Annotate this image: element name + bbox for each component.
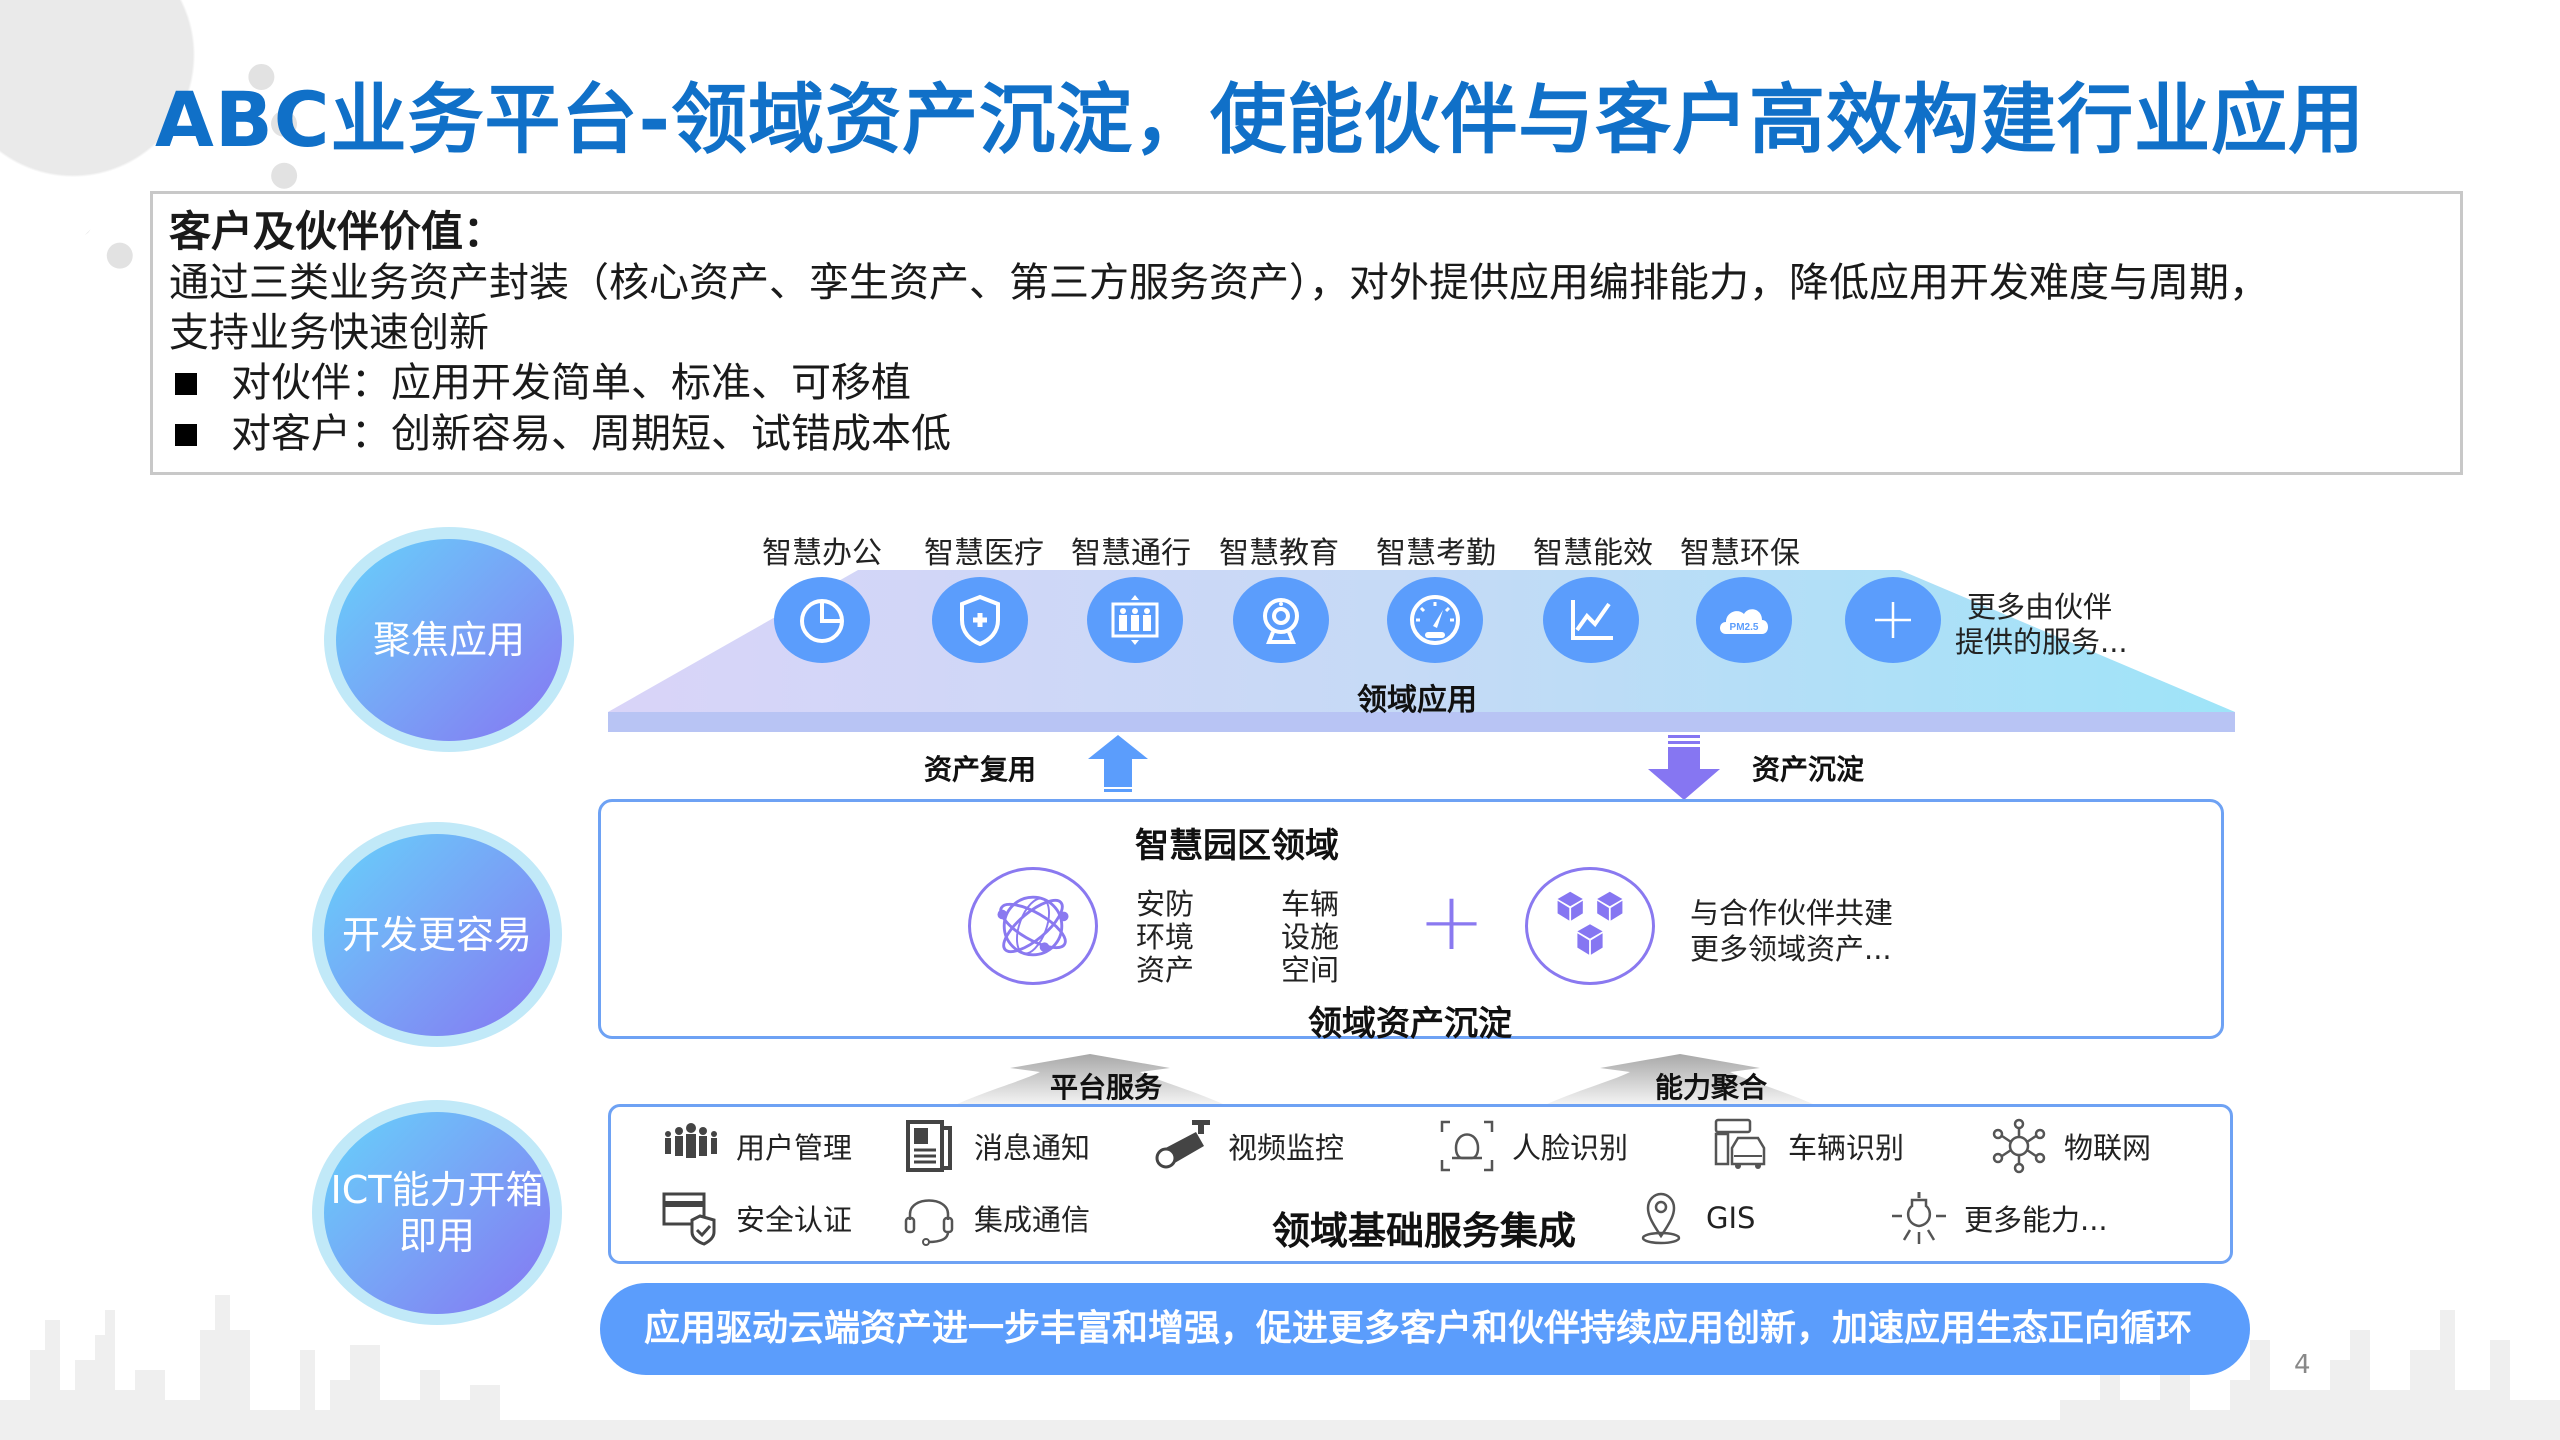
newspaper-icon: [906, 1120, 952, 1172]
value-bullet-customer: 对客户：创新容易、周期短、试错成本低: [169, 409, 2444, 460]
speedometer-icon[interactable]: [1387, 577, 1483, 663]
app-label-education: 智慧教育: [1219, 536, 1339, 571]
service-security-auth: 安全认证: [660, 1190, 852, 1246]
vehicle-scan-icon: [1714, 1118, 1766, 1169]
app-label-attendance: 智慧考勤: [1376, 536, 1496, 571]
cctv-camera-icon: [1155, 1120, 1210, 1169]
value-bullet-partner: 对伙伴：应用开发简单、标准、可移植: [169, 358, 2444, 409]
pie-chart-icon[interactable]: [774, 577, 870, 663]
plus-icon: +: [1418, 875, 1486, 968]
app-label-medical: 智慧医疗: [924, 536, 1044, 571]
app-label-transit: 智慧通行: [1071, 536, 1191, 571]
service-gis: GIS: [1630, 1190, 1755, 1246]
service-video-monitor: 视频监控: [1152, 1118, 1344, 1174]
atom-network-icon: [968, 867, 1098, 985]
capability-aggregation-arrow-icon: [1530, 1054, 1830, 1112]
domain-apps-base: [608, 712, 2235, 732]
city-skyline-decoration: [0, 1295, 2560, 1440]
square-bullet-icon: [175, 372, 197, 395]
platform-service-arrow-icon: [940, 1054, 1240, 1112]
medical-shield-icon[interactable]: [932, 577, 1028, 663]
arrow-up-icon: [1088, 735, 1148, 792]
domain-assets-box: [598, 799, 2224, 1039]
arrow-down-icon: [1648, 735, 1720, 800]
asset-list-col2: 车辆 设施 空间: [1281, 887, 1340, 987]
map-pin-icon: [1641, 1192, 1681, 1245]
circle-ict-ready: ICT能力开箱即用: [312, 1100, 562, 1325]
domain-assets-title: 智慧园区领域: [1135, 826, 1339, 866]
elevator-icon[interactable]: [1087, 577, 1183, 663]
page-number: 4: [2294, 1350, 2311, 1380]
service-face-recognition: 人脸识别: [1436, 1118, 1628, 1174]
security-shield-icon: [662, 1192, 716, 1246]
page-title: ABC业务平台-领域资产沉淀，使能伙伴与客户高效构建行业应用: [155, 75, 2366, 164]
square-bullet-icon: [175, 423, 197, 446]
app-label-environment: 智慧环保: [1680, 536, 1800, 571]
circle-focus-apps: 聚焦应用: [324, 527, 574, 752]
more-partner-services: 更多由伙伴 提供的服务...: [1955, 590, 2128, 659]
service-iot: 物联网: [1988, 1118, 2151, 1174]
add-more-icon[interactable]: [1845, 577, 1941, 663]
service-user-management: 用户管理: [660, 1118, 852, 1174]
domain-apps-layer-label: 领域应用: [1357, 683, 1477, 718]
ecosystem-banner: 应用驱动云端资产进一步丰富和增强，促进更多客户和伙伴持续应用创新，加速应用生态正…: [600, 1283, 2250, 1375]
face-scan-icon: [1440, 1120, 1494, 1172]
asset-deposit-label: 资产沉淀: [1752, 753, 1865, 786]
app-label-office: 智慧办公: [762, 536, 882, 571]
users-icon: [665, 1123, 717, 1158]
cubes-icon: [1525, 867, 1655, 985]
basic-services-layer-label: 领域基础服务集成: [1272, 1209, 1577, 1253]
value-heading: 客户及伙伴价值：: [169, 207, 506, 256]
circle-easier-dev: 开发更容易: [312, 822, 562, 1047]
service-vehicle-recognition: 车辆识别: [1712, 1118, 1904, 1174]
value-text-line1: 通过三类业务资产封装（核心资产、孪生资产、第三方服务资产），对外提供应用编排能力…: [169, 260, 2269, 306]
service-message-notify: 消息通知: [898, 1118, 1090, 1174]
iot-network-icon: [1992, 1118, 2046, 1174]
asset-list-col1: 安防 环境 资产: [1136, 887, 1195, 987]
svg-text:PM2.5: PM2.5: [1730, 622, 1759, 633]
app-label-energy: 智慧能效: [1533, 536, 1653, 571]
pm25-cloud-icon[interactable]: PM2.5: [1696, 577, 1792, 663]
partner-assets-text: 与合作伙伴共建 更多领域资产...: [1690, 896, 1894, 966]
value-text-line2: 支持业务快速创新: [169, 310, 489, 356]
line-chart-icon[interactable]: [1543, 577, 1639, 663]
domain-assets-layer-label: 领域资产沉淀: [1308, 1004, 1512, 1044]
asset-reuse-label: 资产复用: [924, 753, 1037, 786]
headset-icon: [904, 1199, 954, 1246]
service-integrated-comm: 集成通信: [898, 1190, 1090, 1246]
platform-service-label: 平台服务: [1050, 1071, 1163, 1104]
service-more-capabilities: 更多能力...: [1888, 1190, 2108, 1246]
webcam-icon[interactable]: [1233, 577, 1329, 663]
capability-aggregation-label: 能力聚合: [1655, 1071, 1768, 1104]
lightbulb-icon: [1892, 1192, 1946, 1244]
value-box: 客户及伙伴价值： 通过三类业务资产封装（核心资产、孪生资产、第三方服务资产），对…: [150, 191, 2463, 475]
basic-services-box: [608, 1104, 2233, 1264]
